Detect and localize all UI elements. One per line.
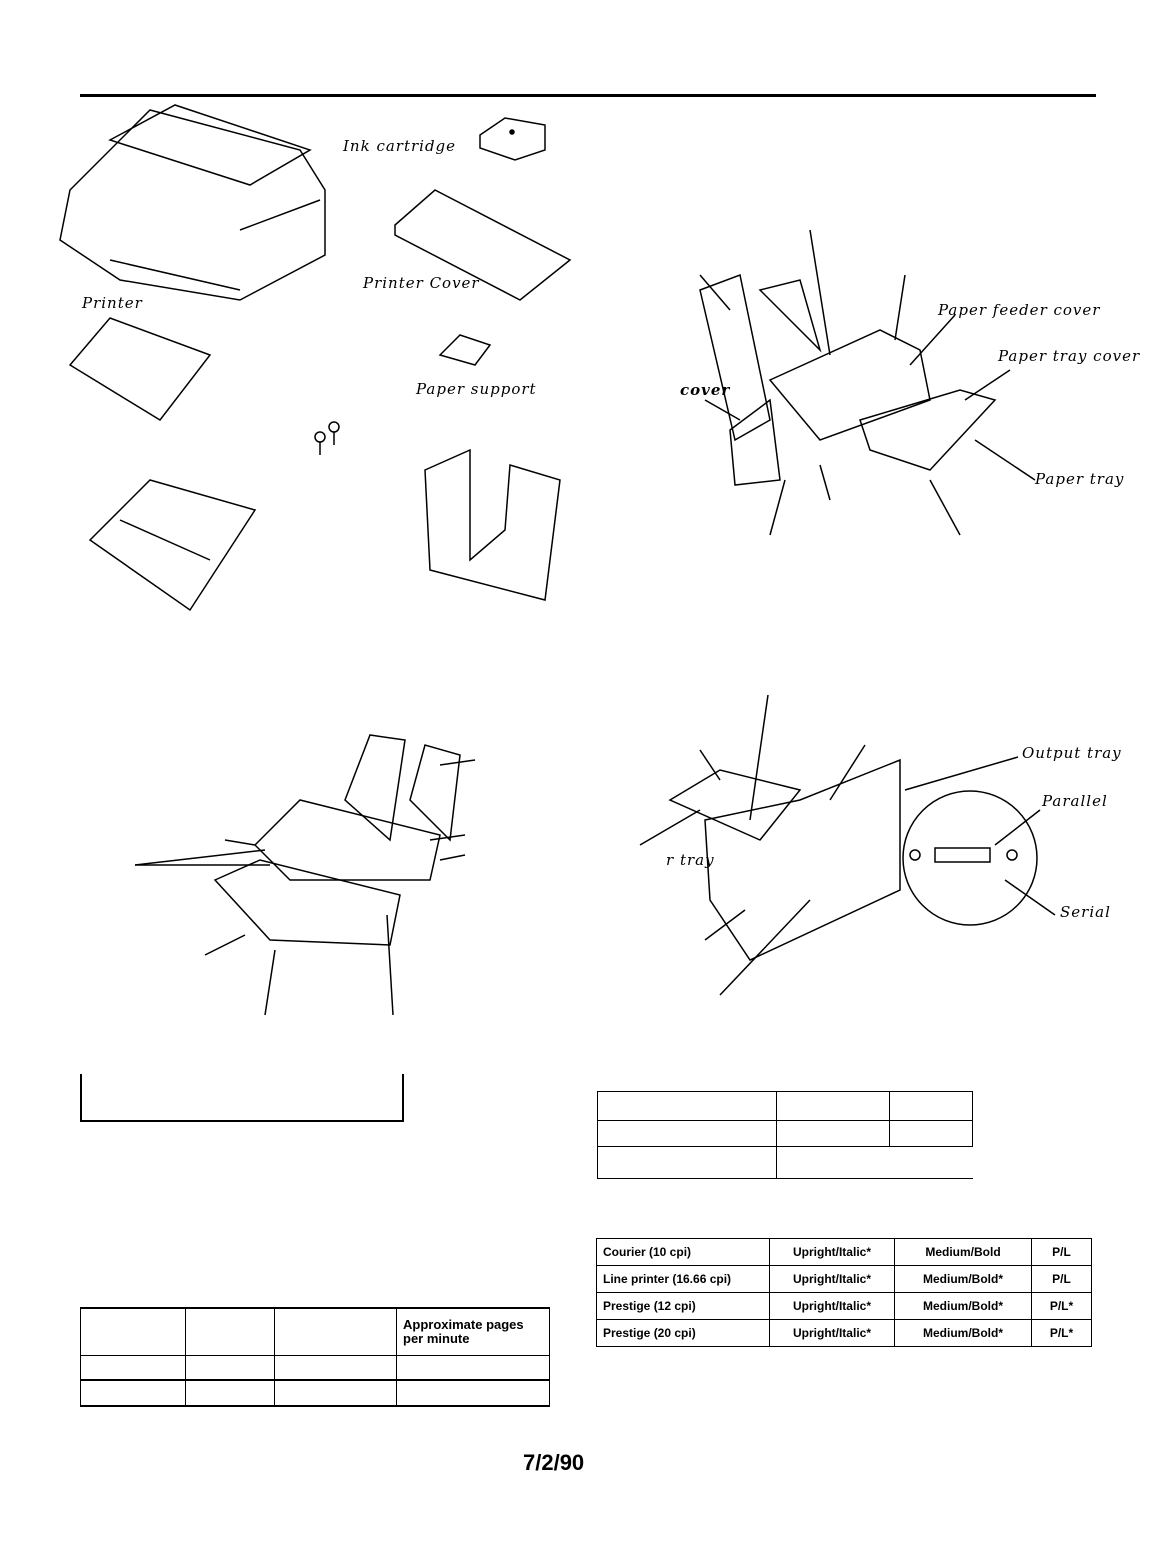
printer-cover-illustration (394, 189, 572, 301)
header-pages-per-minute: Approximate pages per minute (396, 1307, 550, 1356)
font-cell: Courier (10 cpi) (596, 1238, 770, 1266)
label-ink-cartridge: Ink cartridge (343, 137, 457, 155)
label-parallel: Parallel (1042, 792, 1108, 810)
font-cell: Prestige (12 cpi) (596, 1292, 770, 1320)
paper-tray-illustration (88, 479, 257, 612)
paper-feeder-illustration (424, 448, 561, 601)
label-output-tray: Output tray (1022, 744, 1122, 762)
label-printer: Printer (82, 294, 143, 312)
printer-rear-illustration (639, 694, 1056, 996)
speed-table: Approximate pages per minute (80, 1307, 550, 1407)
screws-icon (314, 421, 340, 455)
ink-cartridge-illustration (479, 117, 546, 161)
printer-illustrations (59, 104, 1056, 1016)
header-rule (80, 94, 1096, 97)
paper-support-illustration (438, 334, 492, 366)
font-cell: P/L* (1031, 1292, 1092, 1320)
printer-illustration (59, 104, 326, 301)
label-paper-tray-cover: Paper tray cover (998, 347, 1141, 365)
label-cover: cover (680, 381, 731, 399)
label-paper-support: Paper support (416, 380, 537, 398)
blank-table (597, 1091, 973, 1179)
label-r-tray: r tray (666, 851, 715, 869)
font-cell: Medium/Bold* (894, 1292, 1032, 1320)
font-cell: Medium/Bold* (894, 1265, 1032, 1293)
label-printer-cover: Printer Cover (363, 274, 480, 292)
printer-front-illustration (699, 229, 1036, 536)
label-serial: Serial (1060, 903, 1111, 921)
font-cell: Upright/Italic* (769, 1319, 895, 1347)
label-paper-feeder-cover: Paper feeder cover (938, 301, 1101, 319)
font-cell: P/L (1031, 1238, 1092, 1266)
empty-box (80, 1074, 404, 1122)
font-cell: Medium/Bold (894, 1238, 1032, 1266)
font-cell: Upright/Italic* (769, 1292, 895, 1320)
font-cell: Line printer (16.66 cpi) (596, 1265, 770, 1293)
font-cell: P/L (1031, 1265, 1092, 1293)
font-cell: Prestige (20 cpi) (596, 1319, 770, 1347)
font-cell: P/L* (1031, 1319, 1092, 1347)
tray-illustration (68, 317, 212, 421)
font-table: Courier (10 cpi)Upright/Italic*Medium/Bo… (596, 1238, 1092, 1347)
printer-front-2-illustration (134, 734, 476, 1016)
font-cell: Upright/Italic* (769, 1238, 895, 1266)
font-cell: Upright/Italic* (769, 1265, 895, 1293)
label-paper-tray: Paper tray (1035, 470, 1125, 488)
footer-date: 7/2/90 (523, 1450, 585, 1475)
font-cell: Medium/Bold* (894, 1319, 1032, 1347)
